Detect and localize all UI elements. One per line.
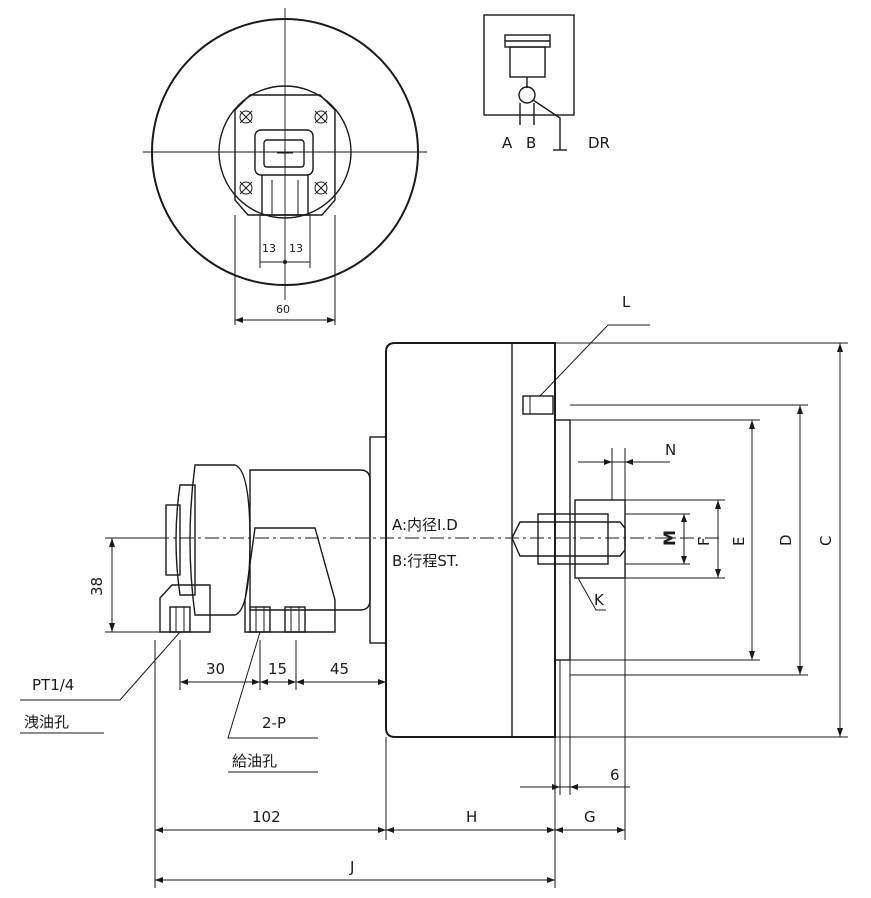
- leader-2p: [227, 631, 318, 739]
- dim-13-left: 13: [262, 242, 276, 255]
- valve-symbol: [518, 86, 536, 104]
- leader-K: [577, 577, 606, 611]
- dim-13-right: 13: [289, 242, 303, 255]
- valve-block-left: [159, 584, 211, 633]
- leader-pt14: [20, 631, 181, 701]
- label-2p: 2-P: [262, 714, 286, 732]
- bolt-hole-tr: [314, 110, 328, 124]
- port-body: [254, 129, 314, 176]
- lower-fitting: [261, 175, 309, 216]
- port-b-label: B: [526, 134, 536, 152]
- cylinder-block: [385, 342, 556, 738]
- dim-38: 38: [88, 577, 106, 596]
- dim-6: 6: [610, 766, 620, 784]
- dim-G: G: [584, 808, 596, 826]
- dim-J: J: [349, 858, 354, 876]
- label-F: F: [695, 537, 713, 546]
- label-M: M: [660, 530, 679, 546]
- label-D: D: [777, 534, 795, 546]
- rear-cap-outer: [175, 484, 196, 596]
- port-window: [263, 139, 305, 168]
- label-K: K: [594, 591, 605, 609]
- rear-housing: [249, 469, 371, 611]
- top-view: 13 13 60: [143, 8, 427, 325]
- label-L: L: [622, 293, 631, 311]
- bolt-hole-bl: [239, 181, 253, 195]
- cylinder-body: [509, 46, 546, 78]
- schematic-frame: [483, 14, 575, 116]
- label-drain: 洩油孔: [24, 713, 69, 731]
- drain-line: [532, 99, 561, 150]
- rod-end: [537, 513, 609, 565]
- label-supply: 給油孔: [232, 752, 277, 770]
- rear-cap: [189, 464, 251, 616]
- flange-block: [234, 94, 336, 216]
- label-a-desc: A:内径I.D: [392, 516, 458, 534]
- label-E: E: [730, 537, 748, 546]
- bolt-L: [522, 395, 554, 415]
- dim-60: 60: [276, 303, 290, 316]
- fitting-1: [169, 606, 191, 633]
- label-pt14: PT1/4: [32, 676, 74, 694]
- label-N: N: [665, 441, 676, 459]
- rear-knob: [165, 504, 181, 576]
- dim-H: H: [466, 808, 477, 826]
- front-pad: [554, 419, 571, 661]
- valve-block-mid: [244, 527, 336, 633]
- label-b-desc: B:行程ST.: [392, 552, 459, 570]
- port-a-label: A: [502, 134, 513, 152]
- fitting-2: [249, 606, 271, 633]
- rod-thread: [574, 499, 626, 579]
- dim-15: 15: [268, 660, 287, 678]
- leader-L: [539, 324, 650, 397]
- dim-30: 30: [206, 660, 225, 678]
- label-C: C: [817, 536, 835, 546]
- port-dr-label: DR: [588, 134, 610, 152]
- bolt-hole-tl: [239, 110, 253, 124]
- fitting-3: [284, 606, 306, 633]
- hydraulic-schematic: A B DR: [483, 14, 610, 152]
- bolt-hole-br: [314, 181, 328, 195]
- mounting-plate: [369, 436, 387, 644]
- side-view: K L C D E F M: [20, 293, 848, 888]
- dim-102: 102: [252, 808, 281, 826]
- dim-45: 45: [330, 660, 349, 678]
